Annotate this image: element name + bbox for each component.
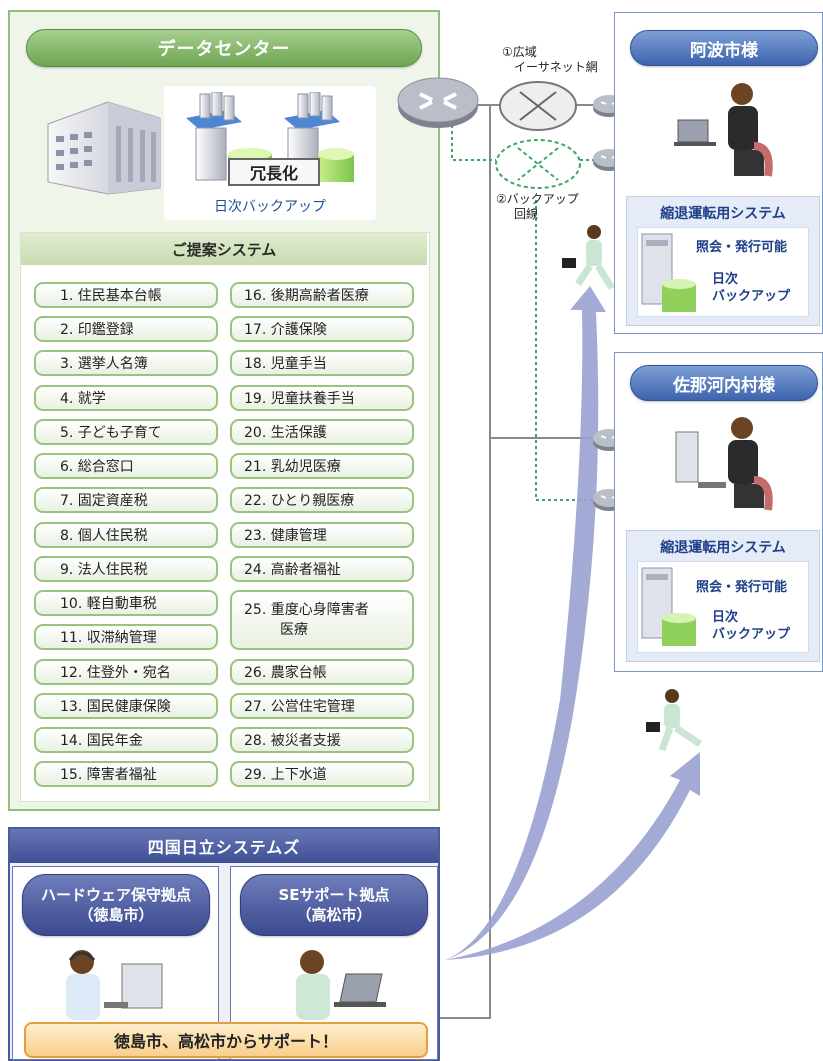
fallback-system-title: 縮退運転用システム — [660, 540, 786, 556]
capability-text: 照会・発行可能 — [696, 580, 788, 595]
system-item: 29. 上下水道 — [230, 761, 414, 787]
hardware-base-title: ハードウェア保守拠点 （徳島市） — [22, 874, 210, 936]
system-item: 1. 住民基本台帳 — [34, 282, 218, 308]
system-item: 8. 個人住民税 — [34, 522, 218, 548]
wan-label-line2: イーサネット網 — [514, 60, 598, 74]
wan-label-line1: ①広域 — [502, 45, 537, 59]
system-item: 18. 児童手当 — [230, 350, 414, 376]
se-base-line2: （高松市） — [296, 906, 372, 924]
system-item-line1: 25. 重度心身障害者 — [244, 602, 369, 618]
municipality-name: 佐那河内村様 — [630, 365, 818, 401]
system-item: 20. 生活保護 — [230, 419, 414, 445]
system-item: 3. 選挙人名簿 — [34, 350, 218, 376]
system-item: 4. 就学 — [34, 385, 218, 411]
redundancy-label: 冗長化 — [228, 158, 320, 186]
capability-text: 照会・発行可能 — [696, 240, 788, 255]
daily-backup-line1: 日次 — [712, 610, 739, 625]
system-item: 22. ひとり親医療 — [230, 487, 414, 513]
local-server-icon — [641, 233, 696, 312]
system-item: 16. 後期高齢者医療 — [230, 282, 414, 308]
system-item-tall: 25. 重度心身障害者 医療 — [230, 590, 414, 650]
support-staff-runner-icon — [646, 689, 702, 752]
daily-backup-line2: バックアップ — [712, 627, 791, 642]
se-base-title: SEサポート拠点 （高松市） — [240, 874, 428, 936]
daily-backup-line2: バックアップ — [712, 289, 791, 304]
se-engineer-icon — [296, 950, 386, 1020]
support-banner: 徳島市、高松市からサポート！ — [24, 1022, 428, 1058]
system-item: 12. 住登外・宛名 — [34, 659, 218, 685]
system-item: 24. 高齢者福祉 — [230, 556, 414, 582]
system-item: 13. 国民健康保険 — [34, 693, 218, 719]
system-item: 23. 健康管理 — [230, 522, 414, 548]
municipality-name: 阿波市様 — [630, 30, 818, 66]
system-item: 14. 国民年金 — [34, 727, 218, 753]
hardware-base-line2: （徳島市） — [78, 906, 154, 924]
fallback-system-title: 縮退運転用システム — [660, 206, 786, 222]
building-icon — [47, 101, 161, 195]
system-item: 11. 収滞納管理 — [34, 624, 218, 650]
system-item: 17. 介護保険 — [230, 316, 414, 342]
wan-network-icon — [499, 81, 577, 131]
backup-label-line1: ②バックアップ — [496, 192, 579, 206]
system-item: 21. 乳幼児医療 — [230, 453, 414, 479]
shikoku-hitachi-title: 四国日立システムズ — [10, 829, 438, 863]
system-item: 15. 障害者福祉 — [34, 761, 218, 787]
daily-backup-label: 日次バックアップ — [214, 199, 326, 215]
system-item: 28. 被災者支援 — [230, 727, 414, 753]
system-item: 2. 印鑑登録 — [34, 316, 218, 342]
system-item: 26. 農家台帳 — [230, 659, 414, 685]
system-item: 7. 固定資産税 — [34, 487, 218, 513]
office-worker-icon — [675, 417, 773, 511]
system-item: 19. 児童扶養手当 — [230, 385, 414, 411]
system-item: 27. 公営住宅管理 — [230, 693, 414, 719]
core-router-icon — [397, 77, 479, 128]
office-worker-icon — [674, 83, 773, 177]
backup-label-line2: 回線 — [514, 207, 539, 221]
data-center-title: データセンター — [26, 29, 422, 67]
system-item: 9. 法人住民税 — [34, 556, 218, 582]
proposal-systems-title: ご提案システム — [21, 233, 427, 265]
local-server-icon — [641, 567, 696, 646]
hardware-base-line1: ハードウェア保守拠点 — [40, 886, 191, 904]
system-item: 10. 軽自動車税 — [34, 590, 218, 616]
daily-backup-line1: 日次 — [712, 272, 739, 287]
backup-line-icon — [495, 139, 581, 189]
system-item-line2: 医療 — [280, 622, 308, 638]
system-item: 6. 総合窓口 — [34, 453, 218, 479]
support-staff-runner-icon — [562, 225, 615, 290]
hardware-engineer-icon — [66, 950, 163, 1020]
system-item: 5. 子ども子育て — [34, 419, 218, 445]
se-base-line1: SEサポート拠点 — [278, 886, 390, 904]
